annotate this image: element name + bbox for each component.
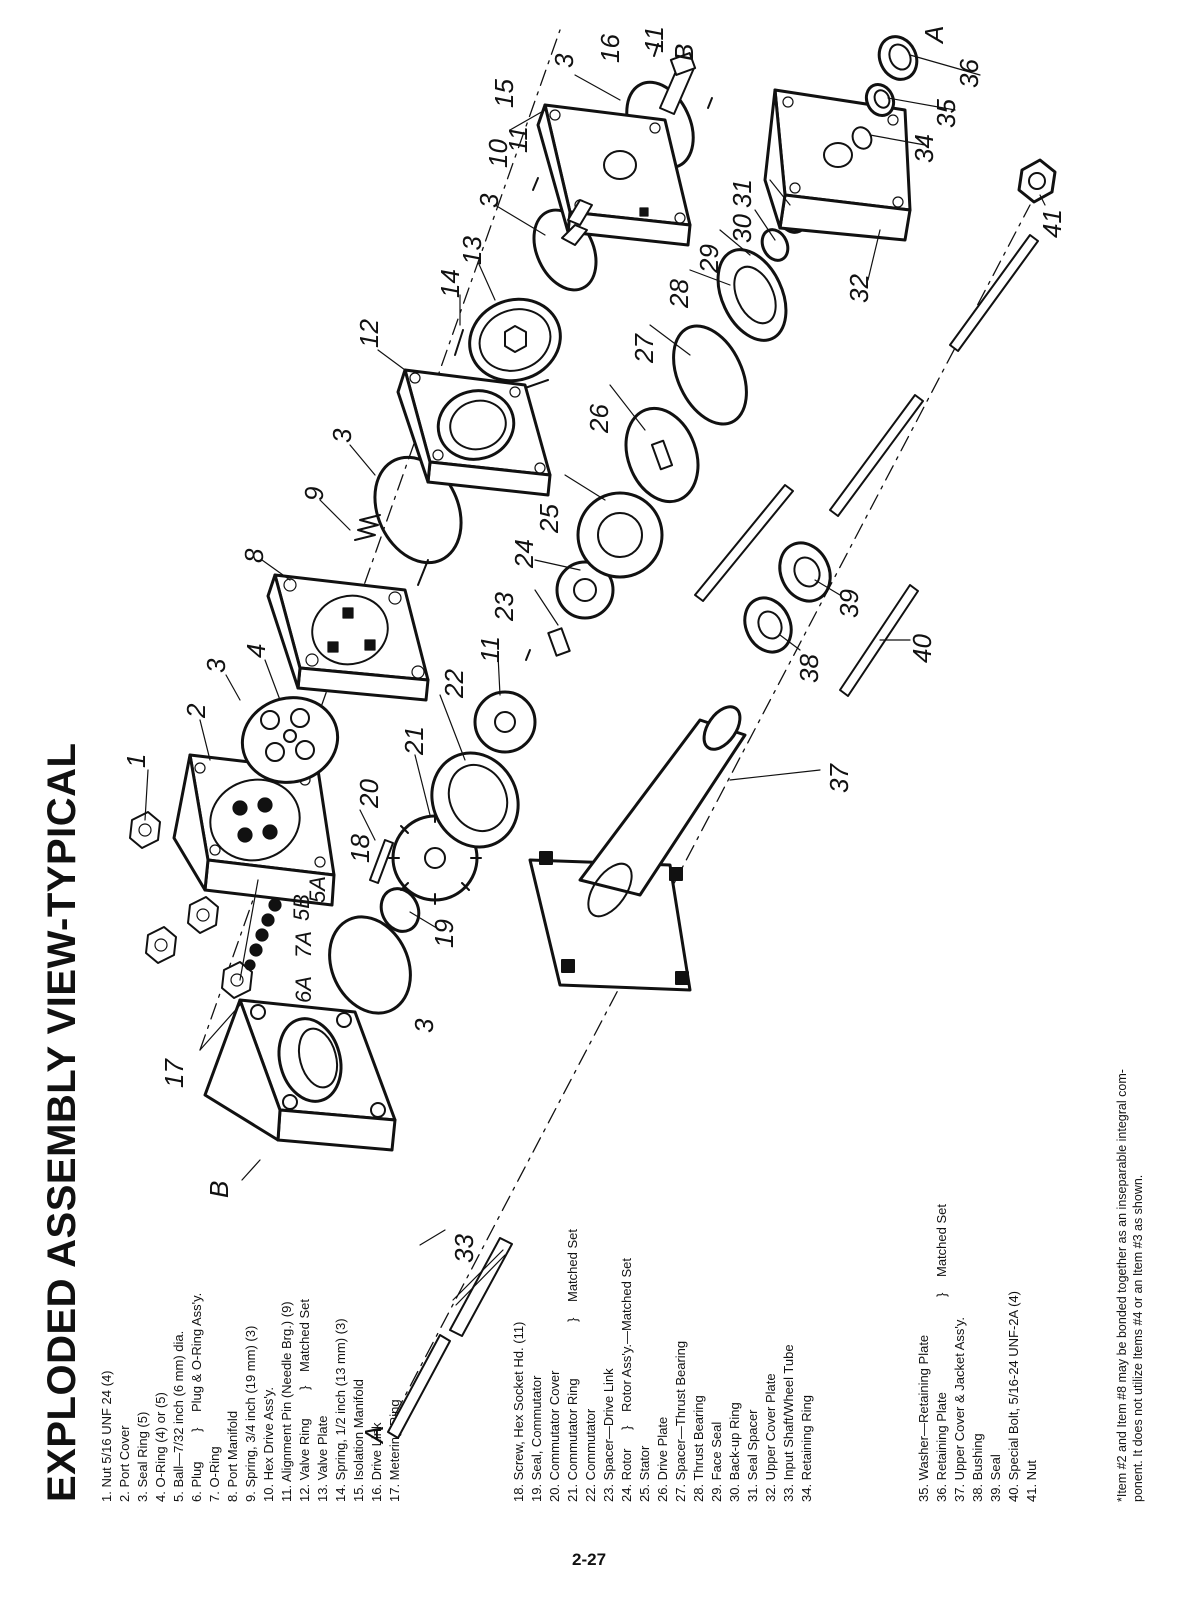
balls-and-plugs-5-6-7 <box>239 879 282 981</box>
callout-10: 10 <box>483 139 513 168</box>
callout-28: 28 <box>664 279 694 309</box>
stator-25 <box>576 491 664 579</box>
callout-9: 9 <box>299 487 329 501</box>
callout-3-d: 3 <box>549 53 579 68</box>
hex-drive-10 <box>561 199 593 246</box>
callout-12: 12 <box>354 319 384 348</box>
retaining-parts-34-35-36 <box>851 35 919 150</box>
metering-ring-17 <box>203 998 397 1152</box>
callout-5b: 5B <box>289 894 314 921</box>
callout-25: 25 <box>534 504 564 534</box>
callout-17: 17 <box>159 1058 189 1088</box>
callout-20: 20 <box>354 779 384 809</box>
callout-36: 36 <box>954 59 984 88</box>
callout-34: 34 <box>909 134 939 163</box>
port-cover-2 <box>172 753 336 907</box>
callout-ref-b-left: B <box>204 1181 234 1198</box>
callout-3-b: 3 <box>327 428 357 443</box>
drive-link-16 <box>659 52 697 115</box>
input-shaft-33 <box>387 1237 513 1439</box>
callout-ref-a-right: A <box>919 26 949 45</box>
callout-8: 8 <box>239 548 269 563</box>
callout-30: 30 <box>727 214 757 243</box>
callout-39: 39 <box>834 589 864 618</box>
callout-32: 32 <box>844 274 874 303</box>
springs-9-14 <box>354 329 549 586</box>
callout-41: 41 <box>1037 209 1067 238</box>
callout-23: 23 <box>489 592 519 622</box>
alignment-pins-11 <box>525 43 713 661</box>
callout-labels: 1 2 3 4 8 9 3 12 14 13 3 10 11 15 3 16 1… <box>121 26 1067 1445</box>
callout-19: 19 <box>429 919 459 948</box>
callout-11-b: 11 <box>639 26 669 53</box>
callout-18: 18 <box>345 834 375 863</box>
bushing-seal-38-39 <box>743 541 832 654</box>
valve-plate-13 <box>468 297 562 383</box>
callout-27: 27 <box>629 333 659 364</box>
commutator-ring-21 <box>430 751 520 849</box>
page-number: 2-27 <box>572 1550 607 1569</box>
callout-1: 1 <box>121 754 151 768</box>
callout-13: 13 <box>457 236 487 265</box>
o-ring-plate-4 <box>240 696 340 784</box>
callout-4: 4 <box>241 644 271 658</box>
callout-3-a: 3 <box>201 658 231 673</box>
callout-15: 15 <box>489 79 519 108</box>
special-bolts-40 <box>694 234 1039 697</box>
callout-26: 26 <box>584 404 614 434</box>
center-line-main <box>394 204 1031 1416</box>
nut-41 <box>1017 158 1057 204</box>
callout-11-a: 11 <box>503 126 533 153</box>
callout-2: 2 <box>181 703 211 719</box>
callout-31: 31 <box>727 179 757 208</box>
callout-14: 14 <box>435 269 465 298</box>
rotor-24 <box>555 560 615 620</box>
thrust-bearing-spacer-27 <box>672 324 748 426</box>
callout-38: 38 <box>794 654 824 683</box>
callout-ref-b-right: B <box>669 44 699 61</box>
port-manifold-8 <box>266 573 430 702</box>
screws-18 <box>369 839 394 884</box>
callout-21: 21 <box>399 726 429 756</box>
callout-22: 22 <box>439 669 469 699</box>
callout-3-c: 3 <box>474 193 504 208</box>
upper-cover-plate-32 <box>763 88 912 242</box>
drive-plate-26 <box>624 406 700 504</box>
callout-33: 33 <box>449 1234 479 1263</box>
valve-ring-12 <box>396 368 552 497</box>
commutator-22 <box>473 690 537 754</box>
isolation-manifold-15 <box>536 103 692 247</box>
thrust-bearing-28-29 <box>716 248 788 342</box>
callout-5a: 5A <box>305 876 330 903</box>
callout-3-e: 3 <box>409 1018 439 1033</box>
upper-cover-jacket-37 <box>528 705 747 992</box>
callout-35: 35 <box>931 99 961 128</box>
callout-7a: 7A <box>291 931 316 958</box>
nuts-1 <box>129 811 253 999</box>
leader-lines <box>144 54 1046 1246</box>
callout-11-c: 11 <box>475 636 505 663</box>
callout-24: 24 <box>509 539 539 569</box>
callout-29: 29 <box>694 244 724 274</box>
callout-6a: 6A <box>291 976 316 1003</box>
callout-40: 40 <box>907 634 937 663</box>
spacer-drive-link-23 <box>547 627 571 657</box>
callout-37: 37 <box>824 763 854 793</box>
commutator-seal-19 <box>379 887 421 933</box>
callout-ref-a-left: A <box>359 1426 389 1445</box>
callout-16: 16 <box>595 34 625 63</box>
